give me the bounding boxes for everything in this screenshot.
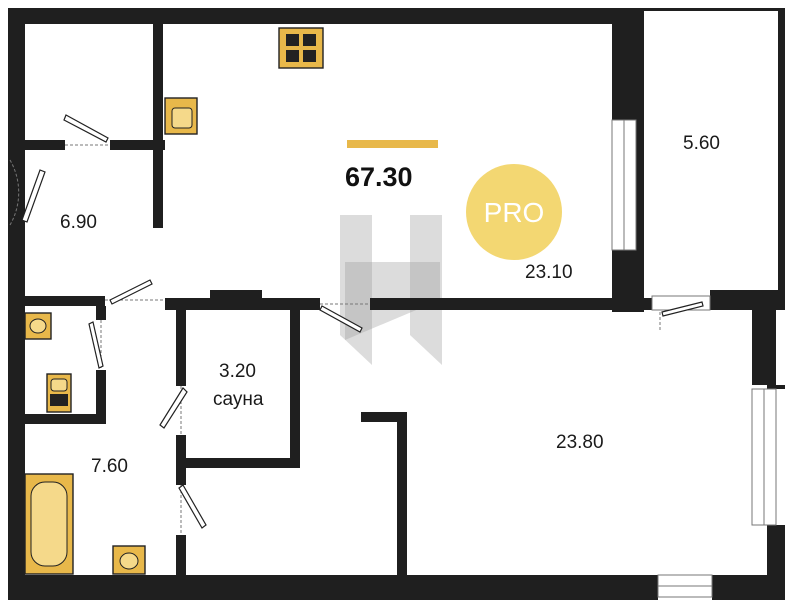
doors [9, 114, 711, 535]
room-area-kitchen-living: 23.10 [525, 262, 573, 283]
wc-door [88, 320, 104, 370]
bedroom-door [319, 303, 370, 333]
bath-lower-door [178, 484, 207, 535]
balcony-door [651, 295, 711, 330]
room-area-bedroom: 23.80 [556, 432, 604, 453]
pro-badge-label: PRO [484, 197, 545, 228]
pro-badge: PRO [466, 164, 562, 260]
bathroom-door [105, 279, 165, 305]
bath-sink-icon [112, 545, 146, 575]
room-area-bathroom: 7.60 [91, 456, 128, 477]
interior-walls [20, 20, 652, 580]
pro-badge-circle [466, 164, 562, 260]
room-area-balcony: 5.60 [683, 133, 720, 154]
sauna-door [159, 386, 188, 435]
logo-watermark-icon [340, 215, 442, 365]
room-area-sauna: 3.20 [219, 361, 256, 382]
room-area-hall: 6.90 [60, 212, 97, 233]
entrance-door [9, 159, 46, 226]
wc-sink-icon [24, 312, 52, 340]
bathtub-icon [24, 473, 74, 575]
room-name-sauna: сауна [213, 389, 264, 410]
hall-closet-door [63, 114, 110, 146]
kitchen-sink-icon [164, 97, 198, 135]
windows [611, 119, 777, 598]
total-area: 67.30 [345, 162, 413, 192]
stove-icon [278, 27, 324, 69]
toilet-icon [46, 373, 72, 413]
total-area-bar [347, 140, 438, 148]
